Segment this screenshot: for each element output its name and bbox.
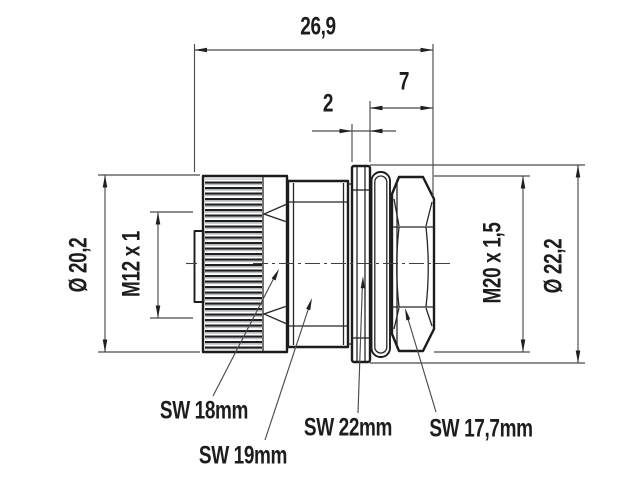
rear-hex-m20 (390, 175, 436, 353)
dim-coupling-nut-diameter-20-2 (98, 174, 200, 353)
label-sw-rear-hex: SW 17,7mm (429, 414, 533, 443)
leader-sw18 (212, 269, 279, 397)
seal-ring (370, 171, 391, 358)
dim-label-flange-thickness: 2 (322, 89, 334, 118)
dim-front-thread-m12 (150, 211, 193, 319)
dim-rear-thread-m20 (434, 175, 530, 353)
dim-label-rear-thread: M20 x 1,5 (478, 222, 507, 304)
dim-label-front-thread: M12 x 1 (117, 230, 146, 298)
dim-label-coupling-nut-diameter: Ø 20,2 (64, 237, 93, 293)
dim-rear-thread-length-7 (369, 101, 433, 162)
label-sw-coupling-nut: SW 18mm (159, 396, 249, 425)
leader-sw22 (357, 276, 365, 414)
dim-flange-diameter-22-2 (370, 164, 585, 364)
leader-sw17-7 (405, 308, 437, 413)
label-sw-hex-body: SW 19mm (198, 441, 288, 470)
dim-label-overall-length: 26,9 (300, 12, 336, 41)
dim-flange-thickness-2 (312, 124, 396, 162)
label-sw-flange: SW 22mm (303, 413, 393, 442)
leader-sw19 (264, 298, 312, 441)
dim-overall-length-26-9 (193, 44, 434, 196)
knurled-coupling-nut (201, 174, 289, 354)
dim-label-flange-diameter: Ø 22,2 (539, 238, 568, 294)
dim-label-rear-thread-length: 7 (398, 67, 410, 96)
